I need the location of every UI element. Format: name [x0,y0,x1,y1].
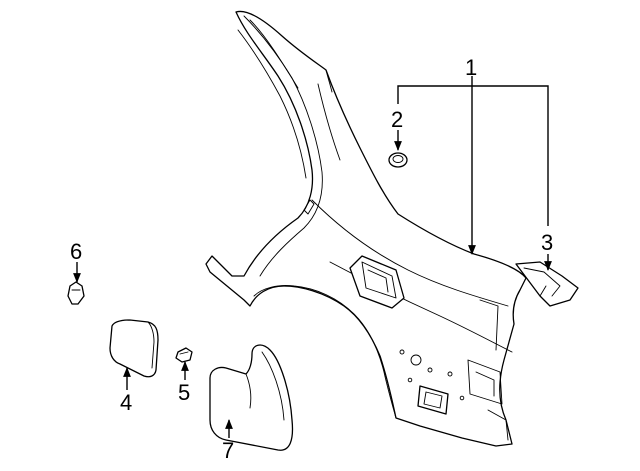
leader-lines [73,76,552,438]
plug-2 [388,152,408,168]
mudguard-7 [209,344,294,451]
callout-6: 6 [70,239,82,264]
callout-7: 7 [222,438,234,463]
quarter-panel [205,10,527,447]
stopper-6 [67,281,85,305]
clip-5 [175,347,193,363]
callout-2: 2 [391,107,403,132]
fuel-door-4 [109,319,159,378]
bracket-3 [515,261,579,307]
callout-5: 5 [178,380,190,405]
callout-4: 4 [120,390,132,415]
callout-3: 3 [541,230,553,255]
callout-1: 1 [465,55,477,80]
